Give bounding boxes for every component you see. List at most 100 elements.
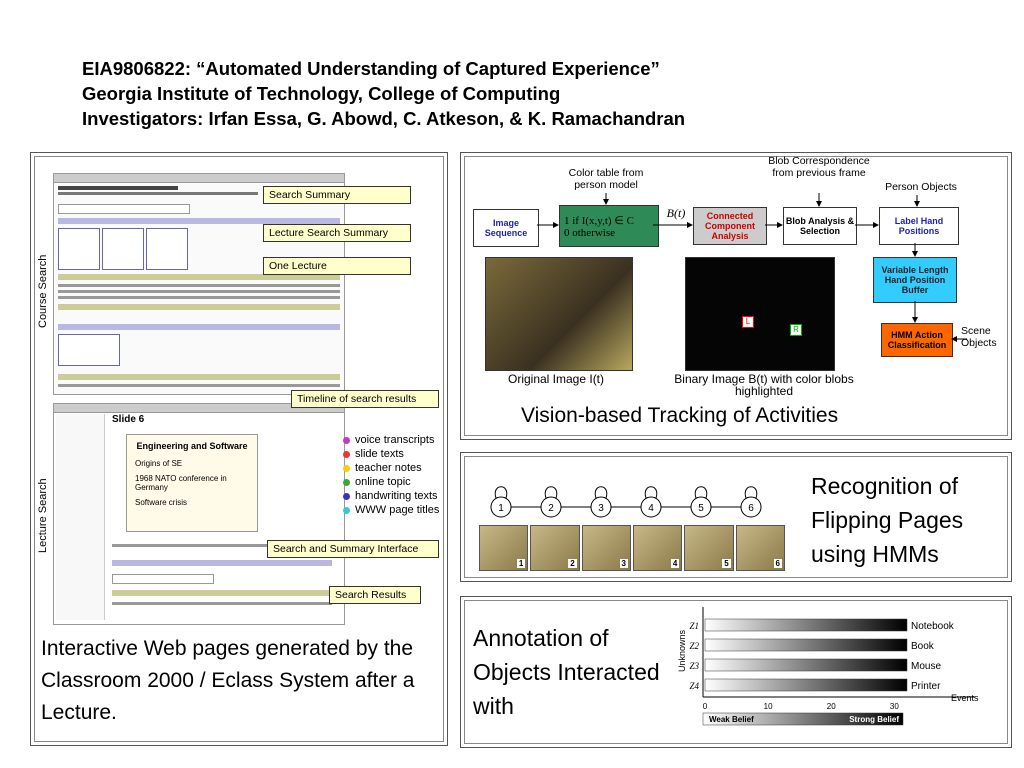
y-axis-label: Unknowns (677, 629, 687, 672)
callout-one-lecture: One Lecture (263, 257, 411, 275)
blob-right: R (790, 324, 802, 336)
legend-label: slide texts (355, 448, 404, 460)
label-blob-correspondence: Blob Correspondence from previous frame (768, 155, 870, 179)
hmm-frame: 2 (530, 525, 580, 571)
callout-lecture-search-summary: Lecture Search Summary (263, 224, 411, 242)
hmm-frame-number: 2 (568, 559, 577, 568)
legend-label: online topic (355, 476, 411, 488)
legend-dot-icon (343, 492, 350, 500)
row-object-label: Notebook (911, 621, 955, 632)
blob-left: L (742, 316, 754, 328)
label-bt: B(t) (666, 206, 686, 220)
hmm-state-label: 1 (498, 503, 504, 514)
hmm-state-label: 2 (548, 503, 554, 514)
hmm-frame-number: 6 (773, 559, 782, 568)
vision-title: Vision-based Tracking of Activities (521, 404, 839, 427)
x-tick-label: 20 (827, 702, 836, 711)
legend-dot-icon (343, 478, 350, 486)
box-hmm-classification: HMM Action Classification (881, 323, 953, 357)
lecture-search-label: Lecture Search (37, 478, 49, 553)
belief-bar (704, 658, 908, 672)
x-tick-label: 10 (764, 702, 773, 711)
x-tick-label: 0 (703, 702, 708, 711)
hmm-self-loop (694, 486, 708, 499)
x-tick-label: 30 (890, 702, 899, 711)
callout-search-summary: Search Summary (263, 186, 411, 204)
box-condition: 1 if I(x,y,t) ∈ C 0 otherwise (559, 205, 659, 247)
annotation-title: Annotation of Objects Interacted with (473, 625, 660, 719)
hmm-frame: 1 (479, 525, 529, 571)
legend-label: voice transcripts (355, 434, 435, 446)
callout-timeline: Timeline of search results (291, 390, 439, 408)
belief-bar (704, 678, 908, 692)
lecture-search-screenshot: Slide 6 Engineering and Software Origins… (53, 403, 345, 625)
hmm-frame: 3 (581, 525, 631, 571)
slide-line-1: Origins of SE (135, 459, 183, 468)
legend-item: voice transcripts (343, 433, 439, 447)
hmm-frame-number: 3 (619, 559, 628, 568)
x-axis-label: Events (951, 693, 979, 703)
hmm-state-diagram: 1 2 3 4 5 6 (490, 486, 762, 518)
hmm-frame-number: 5 (722, 559, 731, 568)
box-label-hand: Label Hand Positions (879, 207, 959, 245)
box-image-sequence: Image Sequence (473, 209, 539, 247)
legend-dot-icon (343, 506, 350, 514)
hmm-self-loop (644, 486, 658, 499)
slide-line-2: 1968 NATO conference in Germany (135, 474, 227, 492)
hmm-self-loop (594, 486, 608, 499)
legend-item: online topic (343, 475, 439, 489)
box-variable-buffer: Variable Length Hand Position Buffer (873, 257, 957, 303)
caption-original-image: Original Image I(t) (507, 372, 605, 386)
course-search-label: Course Search (37, 254, 49, 328)
legend: voice transcripts slide texts teacher note… (343, 433, 439, 517)
belief-bar (704, 618, 908, 632)
legend-item: teacher notes (343, 461, 439, 475)
label-scene-objects: Scene Objects (961, 325, 997, 349)
hmm-state-label: 5 (698, 503, 704, 514)
hmm-self-loop (544, 486, 558, 499)
hmm-state-label: 6 (748, 503, 754, 514)
hmm-state-label: 3 (598, 503, 604, 514)
row-object-label: Mouse (911, 661, 941, 672)
hmm-self-loop (494, 486, 508, 499)
row-object-label: Printer (911, 681, 941, 692)
row-z-label: Z3 (689, 661, 699, 671)
legend-dot-icon (343, 464, 350, 472)
slide-line-3: Software crisis (135, 498, 188, 507)
hmm-frame: 6 (735, 525, 785, 571)
caption-binary-image: Binary Image B(t) with color blobs highl… (674, 372, 854, 398)
hmm-self-loop (744, 486, 758, 499)
legend-dot-icon (343, 450, 350, 458)
row-z-label: Z4 (689, 681, 699, 691)
original-image (485, 257, 633, 371)
legend-label: WWW page titles (355, 504, 440, 516)
left-caption: Interactive Web pages generated by the C… (41, 637, 415, 724)
row-z-label: Z2 (689, 641, 699, 651)
row-z-label: Z1 (689, 621, 699, 631)
hmm-state-label: 4 (648, 503, 654, 514)
legend-item: slide texts (343, 447, 439, 461)
header-line-2: Georgia Institute of Technology, College… (82, 83, 561, 104)
header-line-1: EIA9806822: “Automated Understanding of … (82, 58, 660, 79)
slide-heading: Engineering and Software (136, 441, 248, 451)
slide-title: Slide 6 (112, 414, 145, 425)
callout-search-results: Search Results (329, 586, 421, 604)
row-object-label: Book (911, 641, 935, 652)
label-color-table: Color table from person model (568, 167, 644, 191)
weak-belief-label: Weak Belief (709, 715, 754, 724)
belief-scale (702, 712, 904, 726)
header-line-3: Investigators: Irfan Essa, G. Abowd, C. … (82, 108, 686, 129)
hmm-frame: 5 (684, 525, 734, 571)
legend-item: WWW page titles (343, 503, 439, 517)
legend-label: teacher notes (355, 462, 422, 474)
hmm-frame: 4 (632, 525, 683, 571)
box-blob-analysis: Blob Analysis & Selection (783, 207, 857, 245)
left-panel: Course Search Slide 6 Engineering and So… (30, 152, 448, 746)
vision-panel: Color table from person model Blob Corre… (460, 152, 1012, 440)
course-search-screenshot (53, 173, 345, 395)
condition-zero: 0 otherwise (564, 226, 616, 239)
strong-belief-label: Strong Belief (849, 715, 899, 724)
legend-dot-icon (343, 436, 350, 444)
